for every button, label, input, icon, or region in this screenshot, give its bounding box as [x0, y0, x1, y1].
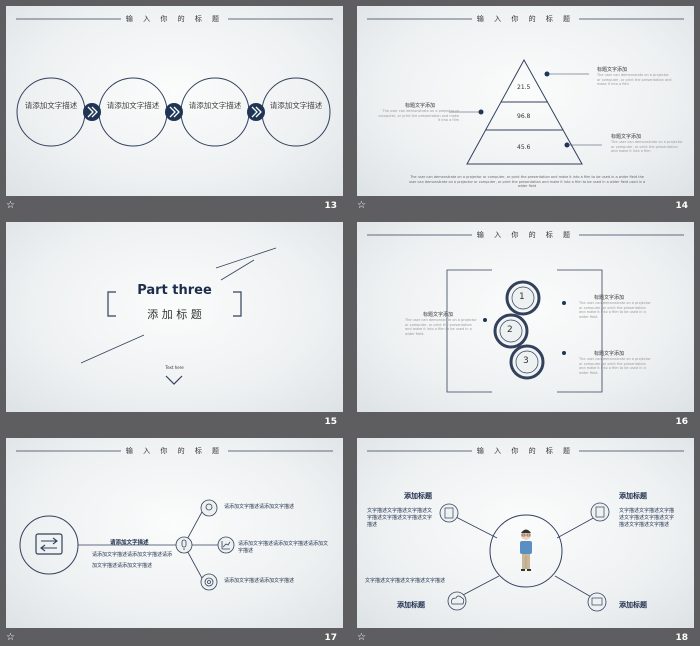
step-2: 2 — [507, 325, 513, 335]
pyramid-value-3: 45.6 — [517, 144, 531, 151]
star-icon[interactable]: ☆ — [357, 200, 366, 211]
slide-14-graphics — [367, 18, 684, 165]
slide-number: 16 — [675, 417, 688, 427]
slide-18[interactable]: 输 入 你 的 标 题 添加标题 文字描述文字描述文字描述文字描述文字描述文字描… — [357, 438, 694, 628]
circle-text-2: 请添加文字描述 — [106, 101, 160, 110]
label-bottom-right: 标题文字添加 — [611, 134, 642, 140]
label-left: 标题文字添加 — [423, 312, 454, 318]
bottom-desc: The user can demonstrate on a projector … — [408, 175, 646, 188]
slide-15[interactable]: Part three 添 加 标 题 Text here — [6, 222, 343, 412]
slide-18-footer: ☆ 18 — [357, 630, 694, 646]
slide-number: 18 — [675, 633, 688, 643]
slide-17-graphics — [16, 450, 333, 591]
title-top-right: 添加标题 — [619, 492, 647, 500]
branch-text-3: 请添加文字描述请添加文字描述 — [224, 578, 295, 584]
pyramid-value-1: 21.5 — [517, 84, 531, 91]
slide-18-graphics — [367, 450, 684, 612]
circle-text-4: 请添加文字描述 — [269, 101, 323, 110]
slide-13-footer: ☆ 13 — [6, 198, 343, 218]
title-bottom-left: 添加标题 — [397, 601, 425, 609]
slide-title: 输 入 你 的 标 题 — [476, 447, 575, 455]
desc-top-right: The user can demonstrate on a projector … — [597, 73, 672, 86]
slide-17[interactable]: 输 入 你 的 标 题 请添加文字描述 请添加文字描述请添加文字描述请添加文字描… — [6, 438, 343, 628]
desc-left: The user can demonstrate on a projector … — [405, 318, 477, 336]
star-icon[interactable]: ☆ — [6, 632, 15, 643]
title-top-left: 添加标题 — [404, 492, 432, 500]
step-3: 3 — [523, 356, 529, 366]
slide-title: 输 入 你 的 标 题 — [125, 15, 224, 23]
center-title: 请添加文字描述 — [110, 540, 149, 546]
body-bottom-left: 文字描述文字描述文字描述文字描述 — [365, 578, 446, 584]
label-right-bottom: 标题文字添加 — [594, 351, 625, 357]
slide-number: 17 — [324, 633, 337, 643]
star-icon[interactable]: ☆ — [357, 632, 366, 643]
center-desc: 请添加文字描述请添加文字描述请添加文字描述请添加文字描述 — [92, 552, 173, 569]
step-1: 1 — [519, 292, 525, 302]
label-right-top: 标题文字添加 — [594, 295, 625, 301]
slide-17-footer: ☆ 17 — [6, 630, 343, 646]
slide-16-footer: 16 — [357, 414, 694, 434]
pyramid-value-2: 96.8 — [517, 113, 531, 120]
part-title: Part three — [137, 283, 212, 298]
star-icon[interactable]: ☆ — [6, 200, 15, 211]
slide-number: 14 — [675, 201, 688, 211]
circle-text-3: 请添加文字描述 — [188, 101, 242, 110]
slide-13-graphics — [16, 18, 333, 147]
slide-number: 15 — [324, 417, 337, 427]
label-left: 标题文字添加 — [405, 103, 436, 109]
desc-right-bottom: The user can demonstrate on a projector … — [579, 357, 651, 375]
slide-16-graphics — [367, 234, 684, 393]
slide-title: 输 入 你 的 标 题 — [125, 447, 224, 455]
slide-15-graphics — [80, 247, 277, 385]
title-bottom-right: 添加标题 — [619, 601, 647, 609]
branch-text-1: 请添加文字描述请添加文字描述 — [224, 504, 295, 510]
desc-bottom-right: The user can demonstrate on a projector … — [611, 140, 683, 153]
slide-16[interactable]: 输 入 你 的 标 题 1 2 3 标题文字添加 The user can de… — [357, 222, 694, 412]
slide-number: 13 — [324, 201, 337, 211]
slide-title: 输 入 你 的 标 题 — [476, 15, 575, 23]
label-top-right: 标题文字添加 — [597, 67, 628, 73]
circle-text-1: 请添加文字描述 — [24, 101, 78, 110]
slide-15-footer: 15 — [6, 414, 343, 434]
part-subtitle: 添 加 标 题 — [147, 308, 202, 321]
body-top-right: 文字描述文字描述文字描述文字描述文字描述文字描述文字描述文字描述 — [619, 508, 675, 528]
slide-14[interactable]: 输 入 你 的 标 题 21.5 96.8 45.6 标题文字添加 The us… — [357, 6, 694, 196]
slide-title: 输 入 你 的 标 题 — [476, 231, 575, 239]
small-tag: Text here — [165, 365, 184, 370]
slide-13[interactable]: 输 入 你 的 标 题 请添加文字描述 请添加文字描述 请添加文字描述 请添加文… — [6, 6, 343, 196]
desc-right-top: The user can demonstrate on a projector … — [579, 301, 651, 319]
desc-left: The user can demonstrate on a projector … — [378, 109, 459, 122]
branch-text-2: 请添加文字描述请添加文字描述请添加文字描述 — [238, 541, 329, 554]
slide-14-footer: ☆ 14 — [357, 198, 694, 218]
body-top-left: 文字描述文字描述文字描述文字描述文字描述文字描述文字描述 — [367, 508, 433, 528]
